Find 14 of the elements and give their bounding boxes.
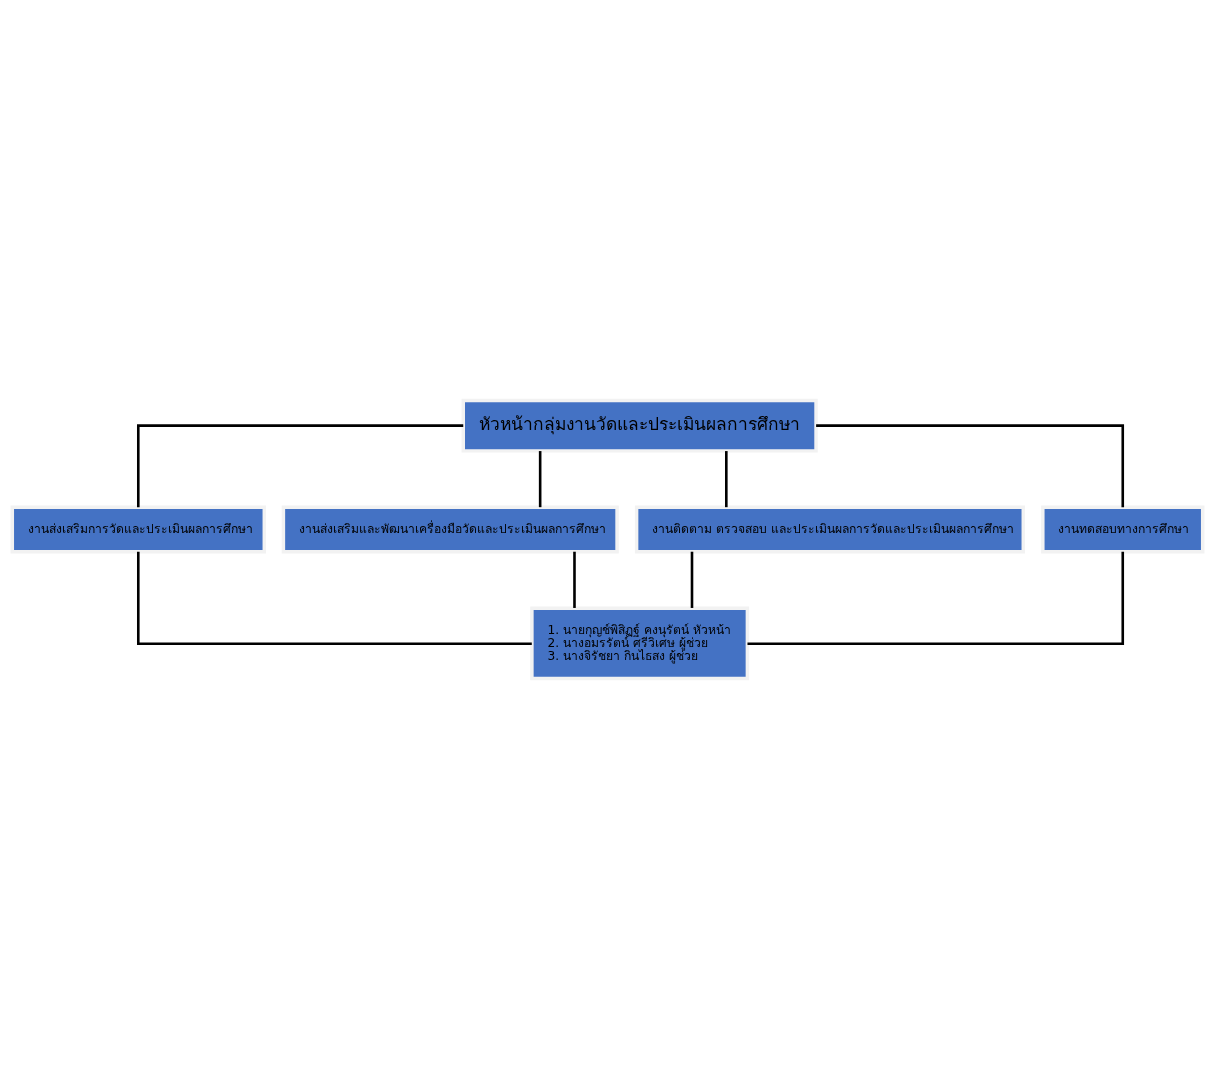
node-box: งานติดตาม ตรวจสอบ และประเมินผลการวัดและประเมินผลการศึกษา: [634, 505, 1025, 554]
connector: [538, 451, 542, 508]
connector: [747, 551, 1125, 646]
connector: [137, 551, 532, 646]
node-box: 1. นายกุญช์พิสิฏฐ์ คงนุรัตน์ หัวหน้า 2. นางอมรรัตน์ ศรีวิเศษ ผู้ช่วย 3. นางจิรัชยา กินไธสง ผู้ช่วย: [530, 606, 750, 681]
connector: [725, 451, 728, 508]
connector: [573, 551, 576, 608]
connector: [137, 424, 464, 508]
node-box: งานส่งเสริมการวัดและประเมินผลการศึกษา: [10, 505, 266, 554]
node-box: หัวหน้ากลุ่มงานวัดและประเมินผลการศึกษา: [461, 398, 818, 453]
node-box: งานทดสอบทางการศึกษา: [1041, 505, 1205, 554]
node-box: งานส่งเสริมและพัฒนาเครื่องมือวัดและประเมินผลการศึกษา: [281, 505, 619, 554]
connector: [690, 551, 694, 608]
connector: [816, 424, 1125, 508]
